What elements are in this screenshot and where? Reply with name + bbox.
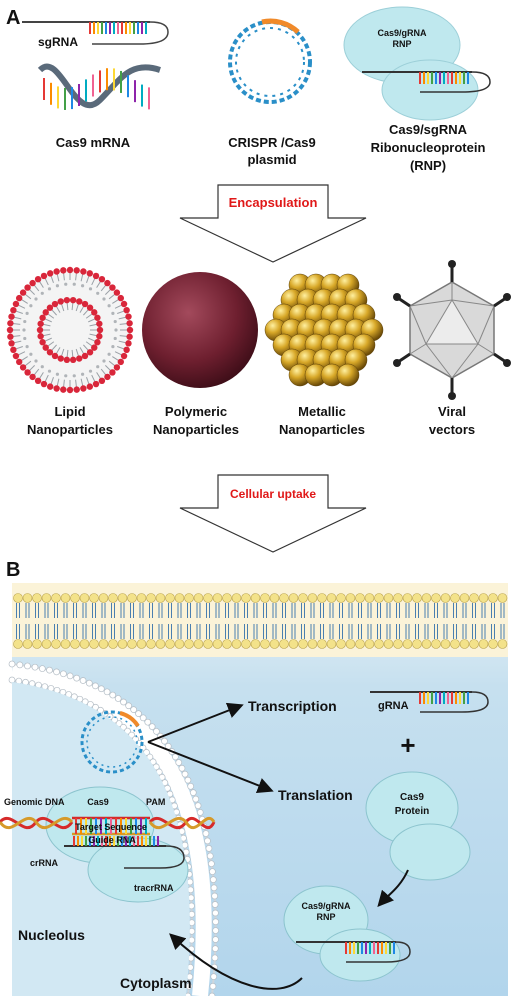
metallic-label-2: Nanoparticles	[279, 422, 365, 437]
rnp-caption-3: (RNP)	[410, 158, 446, 173]
tracrrna-label: tracrRNA	[134, 883, 174, 893]
mrna-caption: Cas9 mRNA	[56, 135, 131, 150]
assembly-arrow	[377, 869, 409, 907]
translation-arrow	[147, 741, 274, 794]
rnp-blob	[343, 6, 491, 121]
polymeric-nanoparticle	[142, 272, 258, 388]
translation-label: Translation	[278, 787, 353, 803]
genomic-dna-label: Genomic DNA	[4, 797, 65, 807]
nuclear-membrane	[8, 660, 219, 996]
lipid-label-1: Lipid	[54, 404, 85, 419]
grna-graphic	[370, 691, 489, 713]
lipid-label-2: Nanoparticles	[27, 422, 113, 437]
cell-membrane	[13, 593, 508, 649]
rnp-caption-2: Ribonucleoprotein	[371, 140, 486, 155]
pam-label: PAM	[146, 797, 165, 807]
encapsulation-arrow	[179, 184, 367, 263]
crrna-label: crRNA	[30, 858, 59, 868]
cas9-protein-blob	[365, 771, 471, 881]
plus-sign: +	[400, 730, 415, 760]
guide-rna-label: Guide RNA	[88, 835, 136, 845]
cellular-uptake-arrow	[179, 474, 367, 553]
cas9-rnp-blob	[283, 885, 411, 982]
sgrna-tag: sgRNA	[38, 35, 78, 49]
cyto-plasmid-icon	[80, 710, 144, 774]
rnp-b-label-1: Cas9/gRNA	[301, 901, 351, 911]
rnp-box-1: Cas9/gRNA	[377, 28, 427, 38]
transcription-arrow	[147, 702, 244, 743]
polymeric-label-2: Nanoparticles	[153, 422, 239, 437]
transcription-label: Transcription	[248, 698, 337, 714]
nuc-cas9-label: Cas9	[87, 797, 109, 807]
cas9-protein-label-2: Protein	[395, 806, 429, 817]
cellular-uptake-label: Cellular uptake	[230, 487, 316, 501]
sgrna-graphic	[22, 21, 169, 45]
metallic-label-1: Metallic	[298, 404, 346, 419]
rnp-box-2: RNP	[392, 39, 411, 49]
plasmid-icon	[228, 18, 312, 104]
panel-b-label: B	[6, 559, 20, 581]
lipid-nanoparticle	[6, 266, 134, 394]
metallic-nanoparticle	[264, 273, 384, 387]
viral-label-2: vectors	[429, 422, 475, 437]
cas9-protein-label-1: Cas9	[400, 792, 424, 803]
nuclear-entry-arrow	[169, 933, 303, 990]
plasmid-caption-1: CRISPR /Cas9	[228, 135, 315, 150]
rnp-caption-1: Cas9/sgRNA	[389, 122, 468, 137]
panel-a-label: A	[6, 7, 20, 29]
mrna-helix	[37, 63, 161, 110]
guide-rna-strand	[64, 836, 185, 869]
plasmid-caption-2: plasmid	[247, 152, 296, 167]
target-sequence-label: Target Sequence	[75, 822, 147, 832]
cytoplasm-label: Cytoplasm	[120, 975, 192, 991]
encapsulation-label: Encapsulation	[229, 195, 318, 210]
grna-label: gRNA	[378, 700, 409, 712]
viral-vector-icon	[393, 260, 511, 400]
genomic-dna-helix	[0, 816, 216, 836]
polymeric-label-1: Polymeric	[165, 404, 227, 419]
viral-label-1: Viral	[438, 404, 466, 419]
rnp-b-label-2: RNP	[316, 912, 335, 922]
nucleolus-label: Nucleolus	[18, 927, 85, 943]
